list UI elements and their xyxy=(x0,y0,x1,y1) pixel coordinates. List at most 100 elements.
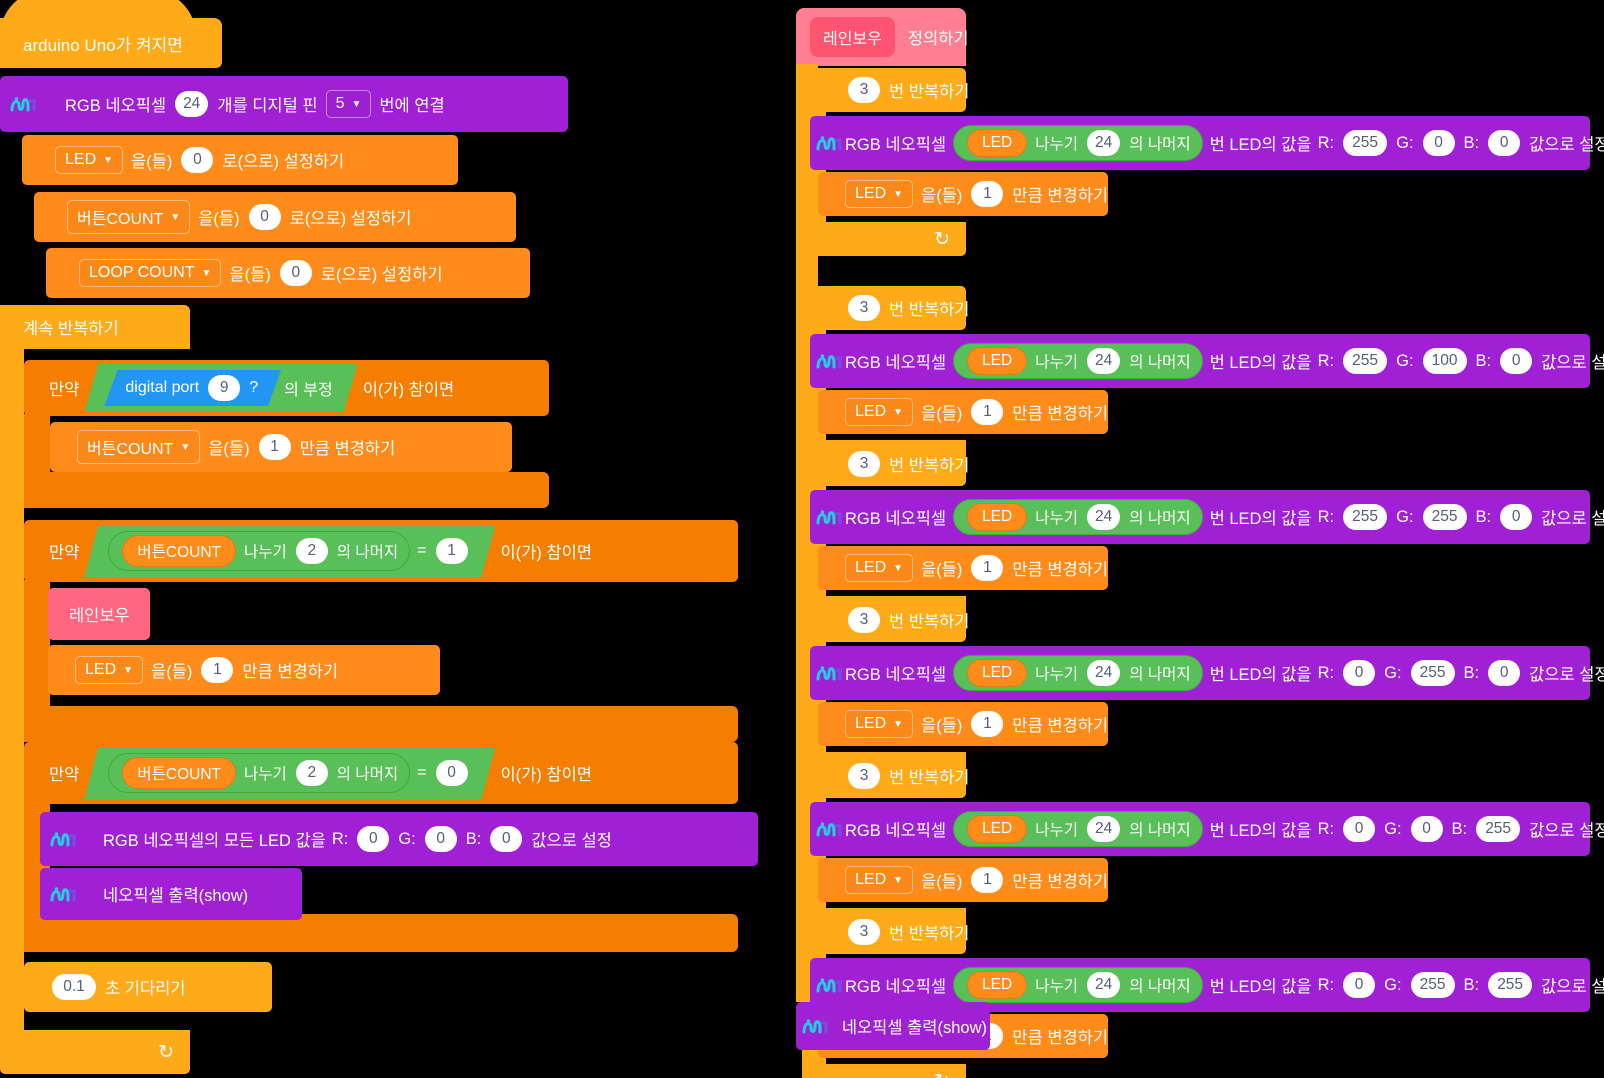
set-variable-dropdown[interactable]: 버튼COUNT▼ xyxy=(67,200,191,234)
b-input[interactable]: 0 xyxy=(490,826,523,852)
repeat-count-input[interactable]: 3 xyxy=(848,451,880,477)
forever-header[interactable]: 계속 반복하기 xyxy=(0,305,190,349)
neopixel-show-block[interactable]: 네오픽셀 출력(show) xyxy=(40,868,302,920)
r-input[interactable]: 255 xyxy=(1343,504,1388,530)
change-variable-dropdown[interactable]: LED▼ xyxy=(845,866,914,894)
divisor-input[interactable]: 24 xyxy=(1087,504,1121,530)
divisor-input[interactable]: 2 xyxy=(296,538,328,564)
set-variable-value-input[interactable]: 0 xyxy=(181,147,214,173)
variable-reporter[interactable]: LED xyxy=(967,503,1028,531)
g-input[interactable]: 0 xyxy=(1410,816,1443,842)
variable-reporter[interactable]: 버튼COUNT xyxy=(122,757,236,789)
neopixel-show-block[interactable]: 네오픽셀 출력(show) xyxy=(796,1002,990,1050)
divisor-input[interactable]: 24 xyxy=(1087,130,1121,156)
repeat-count-input[interactable]: 3 xyxy=(848,763,880,789)
change-variable-value-input[interactable]: 1 xyxy=(971,867,1004,893)
g-input[interactable]: 255 xyxy=(1410,972,1455,998)
procedure-name-pill[interactable]: 레인보우 xyxy=(810,17,895,57)
change-variable-dropdown[interactable]: LED▼ xyxy=(845,180,914,208)
r-input[interactable]: 0 xyxy=(1343,972,1376,998)
call-procedure-block[interactable]: 레인보우 xyxy=(48,588,150,640)
neopixel-pin-dropdown[interactable]: 5▼ xyxy=(325,90,372,118)
g-input[interactable]: 0 xyxy=(424,826,457,852)
change-variable-dropdown[interactable]: LED▼ xyxy=(75,656,144,684)
g-input[interactable]: 100 xyxy=(1422,348,1467,374)
set-variable-value-input[interactable]: 0 xyxy=(248,204,281,230)
repeat-count-input[interactable]: 3 xyxy=(848,919,880,945)
divisor-input[interactable]: 24 xyxy=(1087,816,1121,842)
change-variable-dropdown[interactable]: 버튼COUNT▼ xyxy=(77,430,201,464)
variable-reporter[interactable]: LED xyxy=(967,129,1028,157)
divisor-input[interactable]: 24 xyxy=(1087,660,1121,686)
divisor-input[interactable]: 24 xyxy=(1087,348,1121,374)
change-variable-value-input[interactable]: 1 xyxy=(971,711,1004,737)
b-input[interactable]: 255 xyxy=(1476,816,1521,842)
neopixel-count-input[interactable]: 24 xyxy=(175,91,209,117)
change-variable-value-input[interactable]: 1 xyxy=(971,181,1004,207)
set-variable-value-input[interactable]: 0 xyxy=(279,260,312,286)
r-input[interactable]: 255 xyxy=(1343,130,1388,156)
g-input[interactable]: 255 xyxy=(1422,504,1467,530)
r-input[interactable]: 255 xyxy=(1343,348,1388,374)
g-input[interactable]: 0 xyxy=(1422,130,1455,156)
set-variable-dropdown[interactable]: LOOP COUNT▼ xyxy=(79,259,222,287)
change-variable-value-input[interactable]: 1 xyxy=(201,657,234,683)
b-input[interactable]: 0 xyxy=(1488,660,1521,686)
variable-reporter[interactable]: LED xyxy=(967,815,1028,843)
b-input[interactable]: 0 xyxy=(1500,348,1533,374)
change-variable-dropdown[interactable]: LED▼ xyxy=(845,710,914,738)
variable-reporter[interactable]: LED xyxy=(967,347,1028,375)
variable-reporter[interactable]: LED xyxy=(967,659,1028,687)
repeat-count-input[interactable]: 3 xyxy=(848,77,880,103)
wait-seconds-input[interactable]: 0.1 xyxy=(52,974,96,1000)
change-variable-dropdown[interactable]: LED▼ xyxy=(845,398,914,426)
repeat-count-input[interactable]: 3 xyxy=(848,295,880,321)
repeat-count-input[interactable]: 3 xyxy=(848,607,880,633)
b-input[interactable]: 0 xyxy=(1500,504,1533,530)
compare-value-input[interactable]: 0 xyxy=(436,760,468,786)
digital-port-pin-input[interactable]: 9 xyxy=(208,375,240,401)
divisor-input[interactable]: 24 xyxy=(1087,972,1121,998)
b-input[interactable]: 0 xyxy=(1488,130,1521,156)
repeat-block-footer[interactable]: ↻ xyxy=(802,1064,966,1078)
change-variable-value-input[interactable]: 1 xyxy=(258,434,291,460)
r-input[interactable]: 0 xyxy=(357,826,390,852)
g-input[interactable]: 255 xyxy=(1410,660,1455,686)
hat-block-arduino-on[interactable]: arduino Uno가 켜지면 xyxy=(0,0,222,68)
forever-footer[interactable]: ↻ xyxy=(0,1030,190,1074)
